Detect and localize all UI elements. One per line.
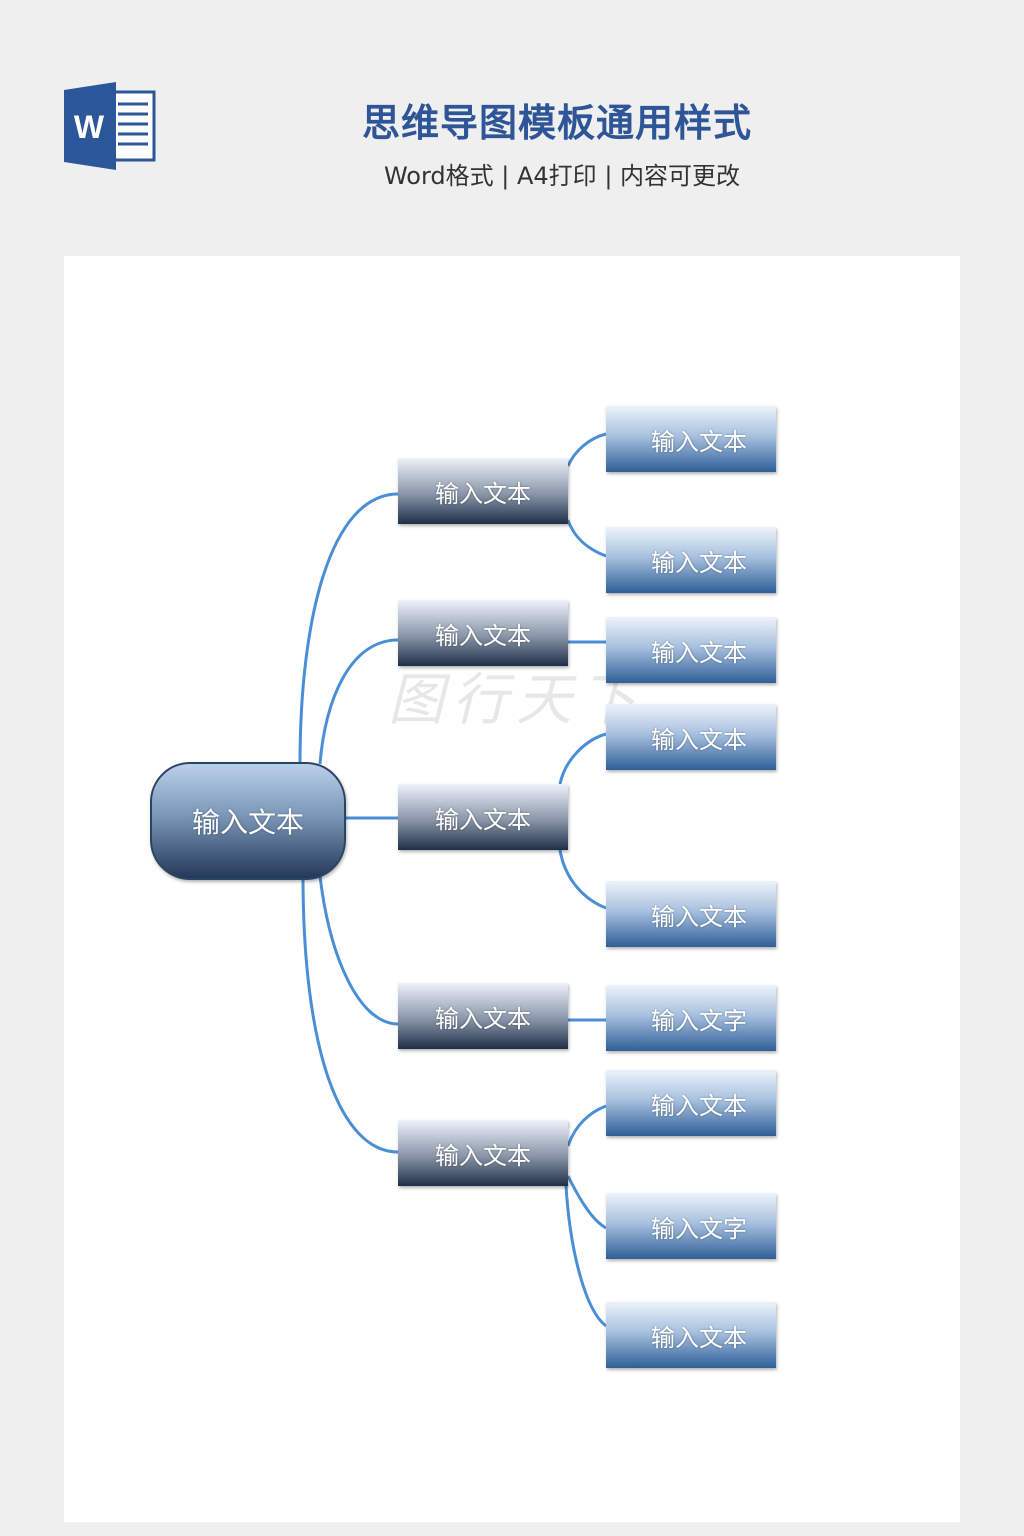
connector xyxy=(566,1104,607,1147)
connector xyxy=(566,519,607,558)
leaf-node[interactable]: 输入文本 xyxy=(606,527,776,593)
watermark: 图行天下 xyxy=(388,668,644,733)
connector xyxy=(318,638,399,765)
leaf-node[interactable]: 输入文字 xyxy=(606,985,776,1051)
branch-node[interactable]: 输入文本 xyxy=(398,983,568,1049)
connector xyxy=(564,1185,607,1328)
branch-node[interactable]: 输入文本 xyxy=(398,458,568,524)
root-node[interactable]: 输入文本 xyxy=(150,762,346,880)
word-icon: W xyxy=(64,82,156,170)
connector xyxy=(566,432,607,467)
branch-node[interactable]: 输入文本 xyxy=(398,1120,568,1186)
connector xyxy=(558,732,607,785)
leaf-node[interactable]: 输入文字 xyxy=(606,1193,776,1259)
connector xyxy=(566,1175,607,1230)
branch-node[interactable]: 输入文本 xyxy=(398,784,568,850)
leaf-node[interactable]: 输入文本 xyxy=(606,406,776,472)
leaf-node[interactable]: 输入文本 xyxy=(606,704,776,770)
page-subtitle: Word格式 | A4打印 | 内容可更改 xyxy=(383,162,741,190)
branch-node[interactable]: 输入文本 xyxy=(398,600,568,666)
leaf-node[interactable]: 输入文本 xyxy=(606,881,776,947)
connector xyxy=(301,875,399,1154)
connector xyxy=(298,492,399,765)
leaf-node[interactable]: 输入文本 xyxy=(606,1302,776,1368)
leaf-node[interactable]: 输入文本 xyxy=(606,1070,776,1136)
connector xyxy=(558,849,607,910)
leaf-node[interactable]: 输入文本 xyxy=(606,617,776,683)
word-icon-letter: W xyxy=(74,109,105,145)
connector xyxy=(318,875,399,1026)
page-title: 思维导图模板通用样式 xyxy=(361,101,752,145)
